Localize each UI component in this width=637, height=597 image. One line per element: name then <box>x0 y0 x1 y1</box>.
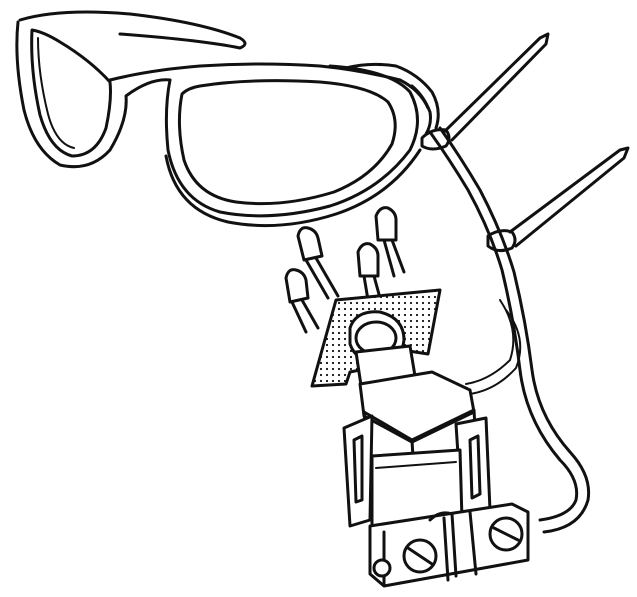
zip-tie <box>422 34 628 251</box>
screw <box>374 560 390 576</box>
led <box>286 270 318 332</box>
screw <box>490 518 522 550</box>
screw <box>404 540 436 572</box>
led <box>298 228 338 298</box>
glasses-frame <box>17 12 438 226</box>
led <box>376 208 404 276</box>
led <box>358 244 380 300</box>
